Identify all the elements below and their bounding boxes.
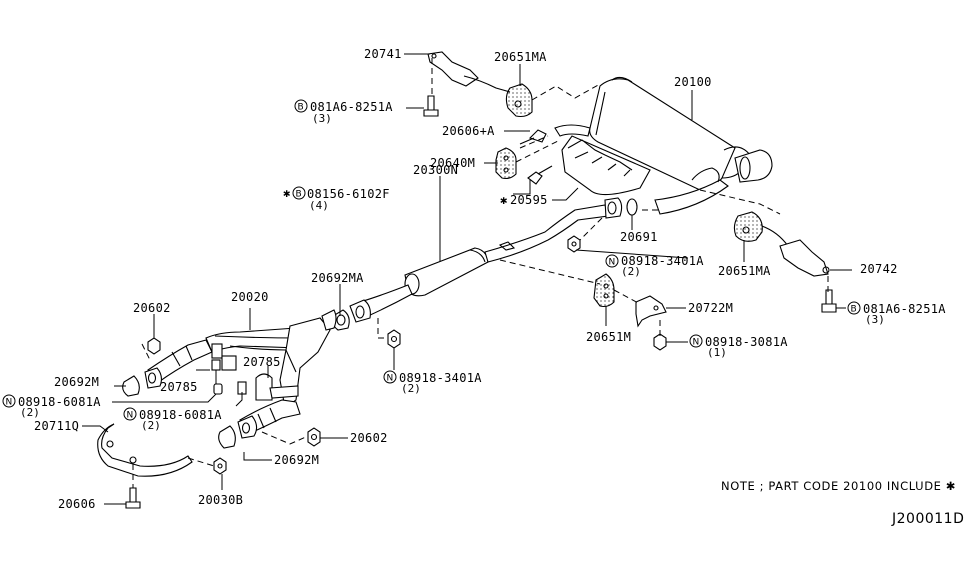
label-20595[interactable]: 20595 bbox=[510, 193, 548, 207]
nut-symbol-3401A-mid: N bbox=[383, 370, 397, 384]
label-20651MA-top[interactable]: 20651MA bbox=[494, 50, 547, 64]
nut-20602-right[interactable] bbox=[307, 427, 321, 447]
diagram-code: J200011D bbox=[891, 511, 964, 527]
assembly-lines bbox=[132, 58, 829, 488]
label-20020[interactable]: 20020 bbox=[231, 290, 269, 304]
label-20722M[interactable]: 20722M bbox=[688, 301, 733, 315]
label-20742[interactable]: 20742 bbox=[860, 262, 898, 276]
bolt-symbol-right: B bbox=[847, 301, 861, 315]
label-20640M[interactable]: 20640M bbox=[430, 156, 475, 170]
part-labels: 20741 20651MA B 081A6-8251A (3) 20606+A … bbox=[2, 47, 946, 511]
qty-6081A-left: (2) bbox=[20, 406, 40, 419]
asterisk-08156: ✱ bbox=[283, 186, 291, 200]
nut-20602-left[interactable] bbox=[147, 337, 161, 355]
nut-20030B[interactable] bbox=[213, 457, 227, 475]
label-08918-6081A-left[interactable]: 08918-6081A bbox=[18, 395, 101, 409]
bracket-20722M[interactable] bbox=[635, 295, 667, 328]
label-20692MA[interactable]: 20692MA bbox=[311, 271, 364, 285]
footnote: NOTE ; PART CODE 20100 INCLUDE ✱ bbox=[721, 479, 956, 493]
bolt-081A6-right[interactable] bbox=[821, 289, 837, 313]
nut-symbol-3401A-right: N bbox=[605, 254, 619, 268]
insulator-20651M[interactable] bbox=[593, 273, 615, 308]
svg-text:N: N bbox=[693, 338, 700, 348]
label-20692M-left[interactable]: 20692M bbox=[54, 375, 99, 389]
insulator-20651MA-right[interactable] bbox=[733, 211, 763, 242]
bolt-symbol-08156: B bbox=[292, 186, 306, 200]
nut-08918-6081A-left[interactable] bbox=[213, 383, 223, 395]
nut-symbol-6081A-left: N bbox=[2, 394, 16, 408]
bolt-symbol-top: B bbox=[294, 99, 308, 113]
asterisk-20595: ✱ bbox=[500, 193, 508, 207]
front-tube-20020[interactable] bbox=[144, 309, 337, 439]
label-20100[interactable]: 20100 bbox=[674, 75, 712, 89]
label-20741[interactable]: 20741 bbox=[364, 47, 402, 61]
label-08918-3401A-mid[interactable]: 08918-3401A bbox=[399, 371, 482, 385]
svg-text:B: B bbox=[851, 305, 857, 315]
svg-text:N: N bbox=[6, 398, 13, 408]
qty-3401A-right: (2) bbox=[621, 265, 641, 278]
label-20711Q[interactable]: 20711Q bbox=[34, 419, 79, 433]
label-08918-3081A[interactable]: 08918-3081A bbox=[705, 335, 788, 349]
center-pipe-20300N[interactable] bbox=[349, 197, 623, 323]
gasket-20692M-left[interactable] bbox=[122, 375, 140, 397]
bolt-08156[interactable] bbox=[527, 165, 553, 185]
bracket-20711Q[interactable] bbox=[97, 423, 193, 477]
nut-symbol-6081A-mid: N bbox=[123, 407, 137, 421]
label-20651M[interactable]: 20651M bbox=[586, 330, 631, 344]
qty-6081A-mid: (2) bbox=[141, 419, 161, 432]
label-08918-6081A-mid[interactable]: 08918-6081A bbox=[139, 408, 222, 422]
label-20606[interactable]: 20606 bbox=[58, 497, 96, 511]
qty-08156: (4) bbox=[309, 199, 329, 212]
bolt-20606[interactable] bbox=[125, 487, 141, 509]
label-20785-right[interactable]: 20785 bbox=[243, 355, 281, 369]
label-20651MA-right[interactable]: 20651MA bbox=[718, 264, 771, 278]
bolt-081A6-top[interactable] bbox=[423, 95, 439, 117]
nut-08918-3401A-mid[interactable] bbox=[387, 329, 401, 349]
bracket-20742[interactable] bbox=[761, 225, 830, 277]
qty-081A6-right: (3) bbox=[865, 313, 885, 326]
label-20030B[interactable]: 20030B bbox=[198, 493, 243, 507]
nut-08918-3081A[interactable] bbox=[653, 333, 667, 351]
qty-081A6-top: (3) bbox=[312, 112, 332, 125]
label-08918-3401A-right[interactable]: 08918-3401A bbox=[621, 254, 704, 268]
svg-text:N: N bbox=[127, 411, 134, 421]
label-20602-right[interactable]: 20602 bbox=[350, 431, 388, 445]
gasket-20692M-right[interactable] bbox=[218, 425, 236, 449]
svg-text:N: N bbox=[609, 258, 616, 268]
label-081A6-8251A-top[interactable]: 081A6-8251A bbox=[310, 100, 393, 114]
label-081A6-8251A-right[interactable]: 081A6-8251A bbox=[863, 302, 946, 316]
leader-lines bbox=[82, 53, 852, 505]
nut-symbol-3081A: N bbox=[689, 334, 703, 348]
gasket-20691[interactable] bbox=[626, 198, 638, 216]
label-20606A[interactable]: 20606+A bbox=[442, 124, 495, 138]
label-20300N[interactable]: 20300N bbox=[413, 163, 458, 177]
nut-08918-3401A-right[interactable] bbox=[567, 235, 581, 253]
label-08156-6102F[interactable]: 08156-6102F bbox=[307, 187, 390, 201]
label-20602-left[interactable]: 20602 bbox=[133, 301, 171, 315]
qty-3081A: (1) bbox=[707, 346, 727, 359]
bracket-20741[interactable] bbox=[427, 51, 511, 93]
svg-text:B: B bbox=[298, 103, 304, 113]
main-muffler-20100[interactable] bbox=[554, 76, 773, 215]
label-20692M-right[interactable]: 20692M bbox=[274, 453, 319, 467]
qty-3401A-mid: (2) bbox=[401, 382, 421, 395]
label-20785-left[interactable]: 20785 bbox=[160, 380, 198, 394]
svg-text:B: B bbox=[296, 190, 302, 200]
insulator-20651MA-top[interactable] bbox=[505, 83, 533, 118]
svg-text:N: N bbox=[387, 374, 394, 384]
label-20691[interactable]: 20691 bbox=[620, 230, 658, 244]
insulator-20640M[interactable] bbox=[495, 147, 517, 180]
